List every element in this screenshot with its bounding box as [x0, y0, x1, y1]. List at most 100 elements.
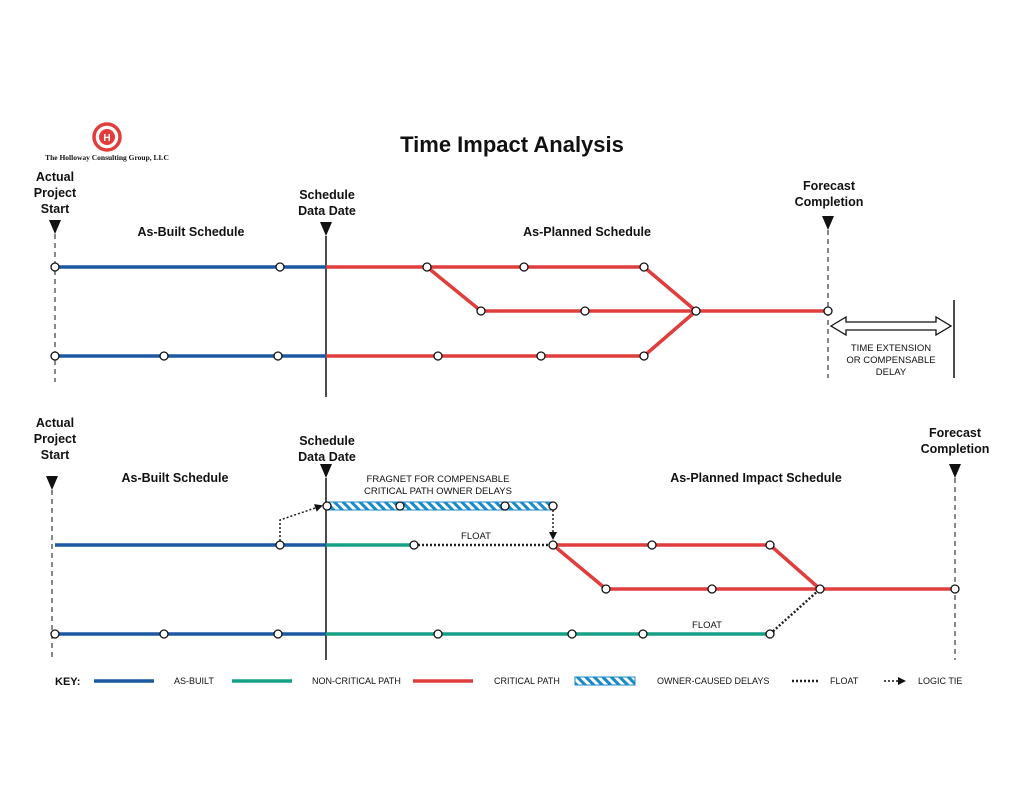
legend-label-float: FLOAT	[830, 676, 859, 686]
node	[823, 306, 833, 316]
text-line: Actual	[36, 170, 74, 184]
node	[691, 306, 701, 316]
bottom-float-label-2: FLOAT	[692, 620, 722, 631]
legend-label-critical: CRITICAL PATH	[494, 676, 560, 686]
node	[50, 351, 60, 361]
top-critical-path-middle	[425, 265, 828, 313]
logo-core	[99, 129, 115, 145]
bottom-critical-path-upper	[553, 543, 822, 591]
node	[433, 351, 443, 361]
bottom-data-date-marker	[320, 464, 332, 478]
node	[639, 351, 649, 361]
bottom-impact-label: As-Planned Impact Schedule	[670, 471, 842, 485]
text-line: Project	[34, 432, 77, 446]
node	[638, 629, 648, 639]
text-line: Forecast	[803, 179, 856, 193]
node	[275, 262, 285, 272]
time-extension-arrow	[829, 315, 953, 337]
node	[273, 629, 283, 639]
bottom-critical-path-lower	[551, 543, 955, 591]
node	[519, 262, 529, 272]
text-line: CRITICAL PATH OWNER DELAYS	[364, 486, 512, 497]
node	[395, 501, 405, 511]
node	[548, 501, 558, 511]
text-line: Schedule	[299, 434, 355, 448]
node	[647, 540, 657, 550]
node	[500, 501, 510, 511]
legend-swatch-owner-delay	[574, 676, 636, 686]
text-line: Data Date	[298, 450, 356, 464]
node	[567, 629, 577, 639]
top-critical-path-upper	[326, 265, 698, 313]
text-line: Completion	[921, 442, 990, 456]
legend-label-owner-delay: OWNER-CAUSED DELAYS	[657, 676, 769, 686]
top-forecast-marker	[822, 216, 834, 230]
node	[707, 584, 717, 594]
text-line: Schedule	[299, 188, 355, 202]
page-title: Time Impact Analysis	[400, 132, 624, 157]
node	[536, 351, 546, 361]
node	[322, 501, 332, 511]
text-line: Completion	[795, 195, 864, 209]
text-line: Project	[34, 186, 77, 200]
company-logo: H The Holloway Consulting Group, LLC	[45, 122, 169, 162]
top-as-built-label: As-Built Schedule	[138, 225, 245, 239]
node	[50, 629, 60, 639]
top-data-date-marker	[320, 222, 332, 236]
text-line: Forecast	[929, 426, 982, 440]
node	[409, 540, 419, 550]
node	[950, 584, 960, 594]
legend-label-logic-tie: LOGIC TIE	[918, 676, 962, 686]
top-as-planned-label: As-Planned Schedule	[523, 225, 651, 239]
logo-company-name: The Holloway Consulting Group, LLC	[45, 153, 169, 162]
node	[601, 584, 611, 594]
text-line: TIME EXTENSION	[851, 343, 931, 354]
top-critical-path-lower	[326, 309, 698, 358]
node	[815, 584, 825, 594]
text-line: Actual	[36, 416, 74, 430]
node	[548, 540, 558, 550]
bottom-float-2	[769, 588, 821, 635]
text-line: Start	[41, 202, 70, 216]
node	[433, 629, 443, 639]
legend-title: KEY:	[55, 676, 80, 688]
legend-label-as-built: AS-BUILT	[174, 676, 214, 686]
node	[765, 540, 775, 550]
owner-delay-fragnet-bar	[326, 501, 554, 511]
bottom-start-marker	[46, 476, 58, 490]
node	[275, 540, 285, 550]
node	[273, 351, 283, 361]
logic-tie-to-fragnet	[279, 504, 323, 545]
text-line: OR COMPENSABLE	[846, 355, 935, 366]
node	[159, 629, 169, 639]
legend: KEY: AS-BUILT NON-CRITICAL PATH CRITICAL…	[55, 676, 962, 688]
legend-label-non-critical: NON-CRITICAL PATH	[312, 676, 401, 686]
bottom-nodes	[50, 501, 960, 639]
text-line: DELAY	[876, 367, 907, 378]
node	[639, 262, 649, 272]
top-start-marker	[49, 220, 61, 234]
text-line: FRAGNET FOR COMPENSABLE	[367, 474, 510, 485]
logo-ring	[92, 122, 122, 152]
bottom-float-label-1: FLOAT	[461, 531, 491, 542]
node	[765, 629, 775, 639]
node	[50, 262, 60, 272]
text-line: Start	[41, 448, 70, 462]
text-line: Data Date	[298, 204, 356, 218]
node	[422, 262, 432, 272]
bottom-as-built-label: As-Built Schedule	[122, 471, 229, 485]
node	[580, 306, 590, 316]
top-nodes	[50, 262, 833, 361]
node	[159, 351, 169, 361]
